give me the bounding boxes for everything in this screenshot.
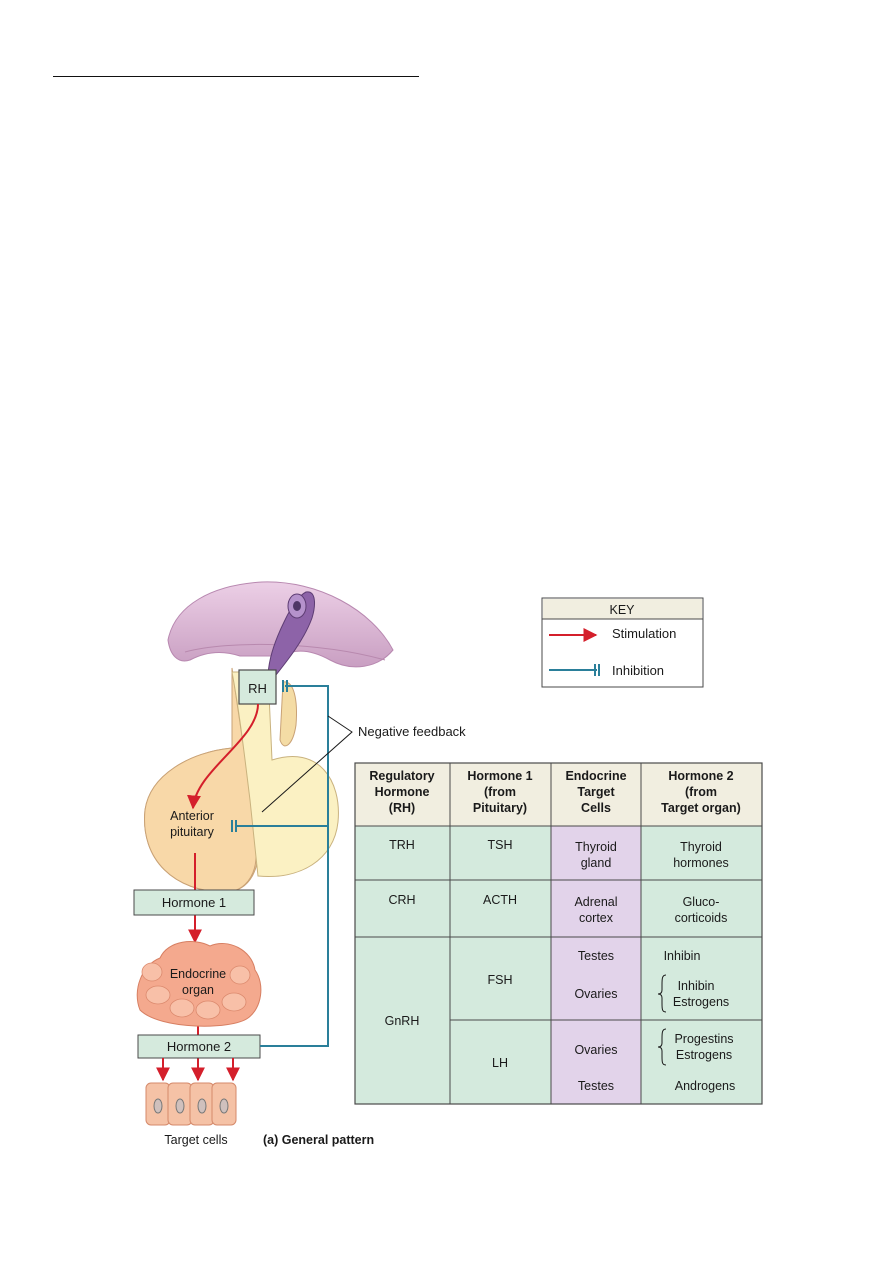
negative-feedback-callout (261, 715, 353, 813)
cell-crh-target-1: Adrenal (574, 895, 617, 909)
figure-caption: (a) General pattern (263, 1133, 374, 1147)
header-rh-3: (RH) (389, 801, 415, 815)
header-h2-2: (from (685, 785, 717, 799)
key-inhibition-label: Inhibition (612, 663, 664, 678)
cell-trh-h2-2: hormones (673, 856, 729, 870)
negative-feedback-lines (231, 680, 329, 1047)
header-target-1: Endocrine (565, 769, 626, 783)
cell-fsh-target-2: Ovaries (574, 987, 617, 1001)
header-rh-1: Regulatory (369, 769, 434, 783)
header-h2-1: Hormone 2 (668, 769, 733, 783)
fsh-bracket (657, 974, 667, 1013)
key-stimulation-label: Stimulation (612, 626, 676, 641)
endocrine-organ-label-1: Endocrine (170, 967, 226, 981)
anterior-pituitary-label-1: Anterior (170, 809, 214, 823)
header-rh-2: Hormone (375, 785, 430, 799)
header-h1-1: Hormone 1 (467, 769, 532, 783)
cell-fsh-h2-1: Inhibin (664, 949, 701, 963)
anterior-pituitary-label-2: pituitary (170, 825, 215, 839)
cell-crh-h1: ACTH (483, 893, 517, 907)
hypothalamus (167, 581, 394, 668)
header-target-2: Target (577, 785, 615, 799)
key-legend: KEY Stimulation Inhibition (541, 597, 704, 688)
target-cells (145, 1082, 237, 1126)
cell-lh-h2-1a: Progestins (674, 1032, 733, 1046)
header-h1-3: Pituitary) (473, 801, 527, 815)
rh-to-pituitary-arrow (187, 703, 259, 810)
cell-trh-h2-1: Thyroid (680, 840, 722, 854)
hormone-table: Regulatory Hormone (RH) Hormone 1 (from … (354, 762, 763, 1105)
hormone1-box (133, 889, 255, 916)
target-cells-label: Target cells (164, 1133, 227, 1147)
cell-fsh-target-1: Testes (578, 949, 614, 963)
rh-label: RH (248, 681, 267, 696)
endocrine-organ (136, 941, 262, 1027)
top-rule (53, 76, 419, 77)
cell-fsh-h1: FSH (488, 973, 513, 987)
endocrine-organ-label-2: organ (182, 983, 214, 997)
header-h2-3: Target organ) (661, 801, 741, 815)
key-title: KEY (609, 603, 635, 617)
cell-crh-target-2: cortex (579, 911, 614, 925)
neuron-icon (267, 591, 315, 681)
cell-trh-target-2: gland (581, 856, 612, 870)
rh-box (238, 669, 277, 705)
cell-trh-rh: TRH (389, 838, 415, 852)
header-target-3: Cells (581, 801, 611, 815)
cell-lh-h2-2: Androgens (675, 1079, 735, 1093)
cell-trh-h1: TSH (488, 838, 513, 852)
cell-fsh-h2-2b: Estrogens (673, 995, 729, 1009)
cell-fsh-h2-2a: Inhibin (678, 979, 715, 993)
cell-crh-h2-2: corticoids (675, 911, 728, 925)
cell-crh-rh: CRH (388, 893, 415, 907)
cell-lh-target-1: Ovaries (574, 1043, 617, 1057)
header-h1-2: (from (484, 785, 516, 799)
hormone1-label: Hormone 1 (162, 895, 226, 910)
negative-feedback-label: Negative feedback (358, 724, 466, 739)
cell-lh-h1: LH (492, 1056, 508, 1070)
cell-lh-target-2: Testes (578, 1079, 614, 1093)
cell-trh-target-1: Thyroid (575, 840, 617, 854)
cell-lh-h2-1b: Estrogens (676, 1048, 732, 1062)
lh-bracket (657, 1028, 667, 1066)
hormone2-label: Hormone 2 (167, 1039, 231, 1054)
cell-gnrh-rh: GnRH (385, 1014, 420, 1028)
cell-crh-h2-1: Gluco- (683, 895, 720, 909)
